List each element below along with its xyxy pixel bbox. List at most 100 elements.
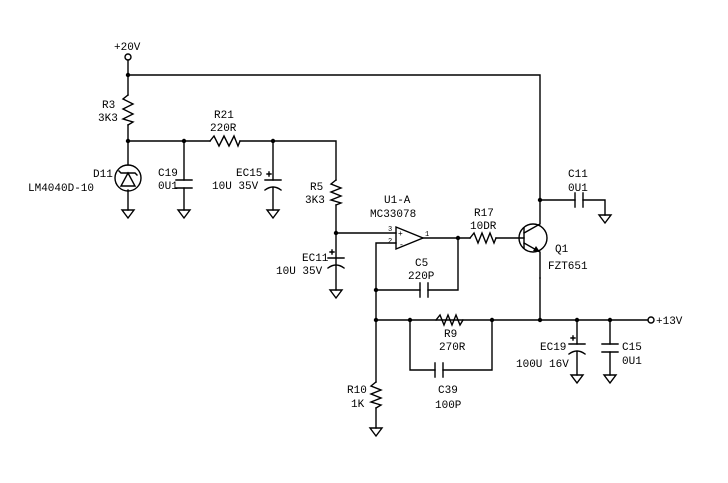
resistor-icon — [209, 134, 241, 148]
zener-triangle — [119, 171, 137, 187]
opamp-u1a: + - 3 2 1 U1-A MC33078 — [370, 195, 429, 251]
r3-ref-label: R3 — [102, 100, 115, 112]
capacitor-c19: C19 0U1 — [158, 168, 193, 193]
electrolytic-capacitor-icon — [568, 335, 586, 355]
junction-dot — [373, 287, 379, 293]
junction-dot — [607, 317, 613, 323]
capacitor-c11: C11 0U1 — [568, 169, 588, 208]
vin-net-label: +20V — [114, 42, 141, 54]
zener-diode-icon — [114, 164, 142, 192]
electrolytic-cap-ec19: EC19 100U 16V — [516, 335, 586, 371]
r9-value-label: 270R — [439, 342, 466, 354]
resistor-r17: R17 10DR — [469, 208, 497, 245]
terminal-circle-icon — [647, 316, 655, 324]
capacitor-c39: C39 100P — [434, 362, 462, 412]
r9-ref-label: R9 — [444, 329, 457, 341]
resistor-r9: R9 270R — [435, 313, 466, 354]
junction-dot — [270, 138, 276, 144]
d11-value-label: LM4040D-10 — [28, 183, 94, 195]
resistor-r5: R5 3K3 — [305, 179, 344, 207]
resistor-r21: R21 220R — [209, 110, 241, 148]
junction-dot — [181, 138, 187, 144]
ground-icon — [265, 209, 281, 220]
capacitor-icon — [175, 179, 193, 189]
opamp-icon — [395, 225, 425, 251]
ground-icon — [569, 374, 585, 385]
capacitor-icon — [574, 192, 584, 208]
ground-icon — [597, 214, 613, 225]
vin-terminal: +20V — [114, 42, 141, 61]
ground-symbols — [120, 209, 618, 438]
electrolytic-cap-ec15: EC15 10U 35V — [212, 168, 282, 193]
c11-value-label: 0U1 — [568, 183, 588, 195]
r21-value-label: 220R — [210, 123, 237, 135]
ec19-ref-label: EC19 — [540, 342, 566, 354]
r3-value-label: 3K3 — [98, 113, 118, 125]
c15-value-label: 0U1 — [622, 356, 642, 368]
resistor-icon — [435, 313, 464, 327]
junction-dot — [333, 230, 339, 236]
junction-dot — [489, 317, 495, 323]
r5-value-label: 3K3 — [305, 195, 325, 207]
resistor-icon — [469, 231, 497, 245]
ec15-ref-label: EC15 — [236, 168, 262, 180]
u1-ref-label: U1-A — [384, 195, 411, 207]
d11-ref-label: D11 — [93, 169, 113, 181]
junction-dot — [373, 317, 379, 323]
npn-transistor-icon — [518, 223, 548, 253]
terminal-circle-icon — [124, 53, 132, 61]
junction-dots — [125, 72, 613, 323]
q1-emitter-arrow — [533, 246, 540, 252]
junction-dot — [574, 317, 580, 323]
opamp-minus-sign: - — [399, 241, 404, 250]
c15-ref-label: C15 — [622, 342, 642, 354]
q1-value-label: FZT651 — [548, 261, 588, 273]
r17-ref-label: R17 — [474, 208, 494, 220]
ec15-value-label: 10U 35V — [212, 181, 259, 193]
capacitor-c15: C15 0U1 — [601, 342, 642, 368]
capacitor-icon — [419, 282, 429, 298]
capacitor-icon — [434, 362, 444, 378]
c19-ref-label: C19 — [158, 168, 178, 180]
junction-dot — [537, 317, 543, 323]
resistor-icon — [121, 94, 135, 126]
zener-diode-d11: D11 LM4040D-10 — [28, 164, 142, 195]
c5-ref-label: C5 — [415, 258, 428, 270]
opamp-pin-plus: 3 — [388, 226, 392, 234]
zener-bar — [118, 170, 138, 176]
q1-ref-label: Q1 — [555, 244, 569, 256]
c39-value-label: 100P — [435, 400, 462, 412]
q1-collector-lead — [523, 199, 541, 234]
opamp-pin-minus: 2 — [388, 238, 392, 246]
ground-icon — [328, 289, 344, 300]
ec11-value-label: 10U 35V — [276, 266, 323, 278]
q1-emitter-lead — [523, 242, 541, 279]
electrolytic-capacitor-icon — [264, 171, 282, 191]
vout-terminal: +13V — [647, 316, 683, 328]
ground-icon — [602, 374, 618, 385]
resistor-r3: R3 3K3 — [98, 94, 135, 126]
r17-value-label: 10DR — [470, 221, 497, 233]
r10-value-label: 1K — [351, 399, 365, 411]
junction-dot — [125, 72, 131, 78]
ec11-ref-label: EC11 — [302, 253, 329, 265]
resistor-r10: R10 1K — [347, 381, 383, 411]
r21-ref-label: R21 — [214, 110, 234, 122]
c11-ref-label: C11 — [568, 169, 588, 181]
transistor-q1: Q1 FZT651 — [518, 199, 588, 279]
c5-value-label: 220P — [408, 271, 435, 283]
c19-value-label: 0U1 — [158, 181, 178, 193]
junction-dot — [407, 317, 413, 323]
capacitor-c5: C5 220P — [408, 258, 435, 298]
ground-icon — [368, 427, 384, 438]
opamp-plus-sign: + — [398, 230, 403, 239]
r5-ref-label: R5 — [310, 182, 323, 194]
vout-net-label: +13V — [656, 316, 683, 328]
opamp-pin-out: 1 — [425, 231, 429, 239]
resistor-icon — [328, 179, 344, 206]
resistor-icon — [368, 381, 383, 409]
electrolytic-capacitor-icon — [327, 249, 345, 269]
u1-value-label: MC33078 — [370, 209, 416, 221]
junction-dot — [125, 138, 131, 144]
